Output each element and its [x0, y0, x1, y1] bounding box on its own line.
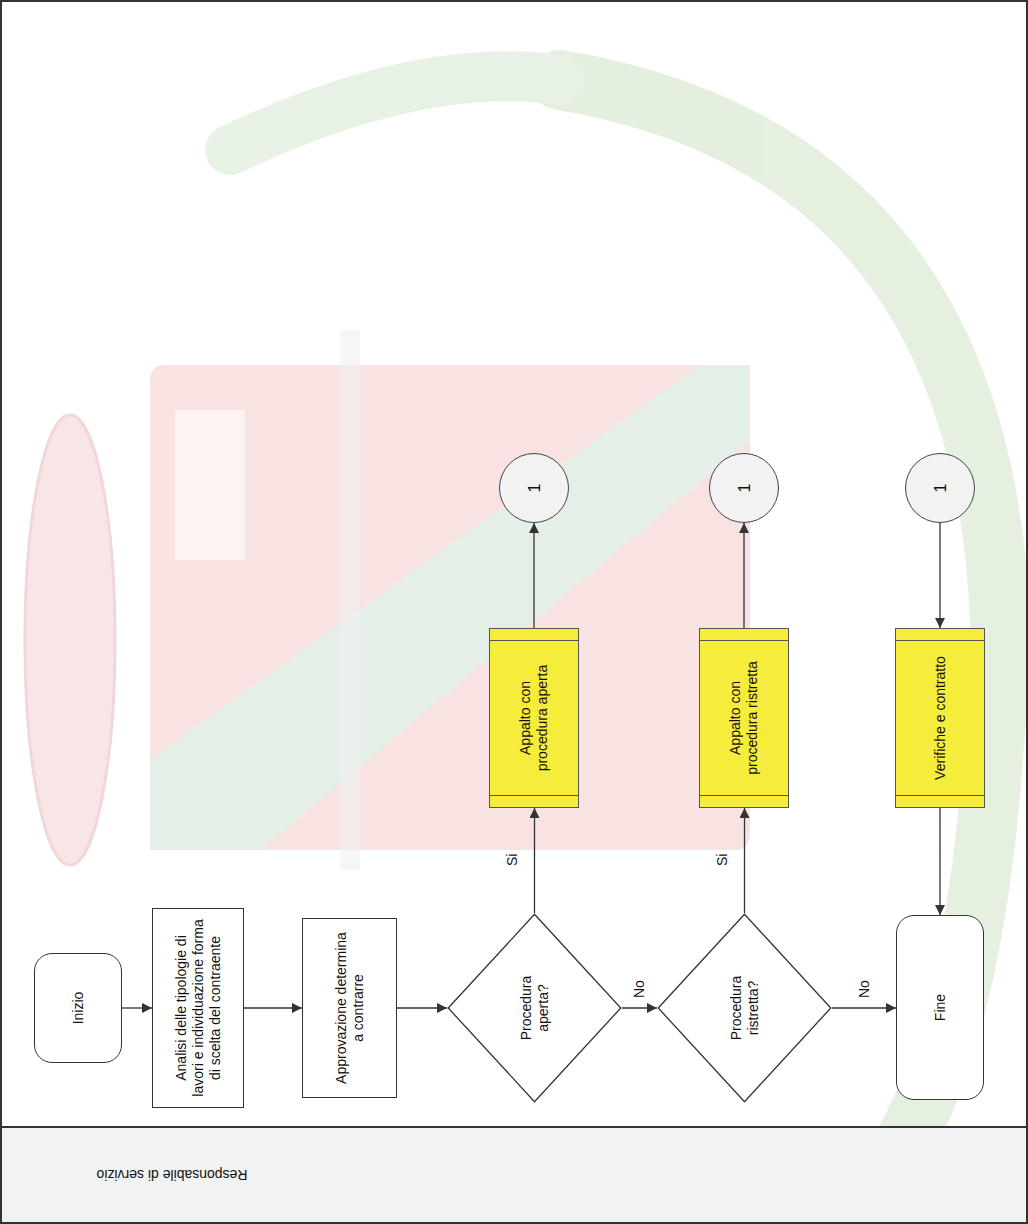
node-text: Procedura aperta? [518, 955, 552, 1061]
side-bar [700, 640, 788, 641]
process-box: Analisi delle tipologie di lavori e indi… [152, 908, 244, 1108]
subprocess-box: Appalto con procedura aperta [489, 628, 579, 808]
node-text: Approvazione determina a contrarre [333, 928, 367, 1088]
end-terminal: Fine [896, 915, 984, 1100]
node-text: 1 [526, 459, 543, 517]
side-bar [490, 795, 578, 796]
node-text: Procedura ristretta? [728, 955, 762, 1061]
start-terminal: Inizio [34, 953, 122, 1063]
text-block: Procedura ristretta? [728, 955, 762, 1061]
flow-arrow [397, 1007, 447, 1008]
text-block: Appalto con procedura aperta [517, 648, 551, 788]
text-block: Fine [932, 925, 949, 1090]
node-text: 1 [736, 459, 753, 517]
lane-title: Responsabile di servizio [22, 1165, 322, 1185]
flow-arrow [832, 1007, 896, 1008]
node-text: Fine [932, 925, 949, 1090]
connector-circle: 1 [709, 453, 779, 523]
text-block: Procedura aperta? [518, 955, 552, 1061]
text-block: 1 [526, 459, 543, 517]
side-bar [896, 640, 984, 641]
subprocess-box: Appalto con procedura ristretta [699, 628, 789, 808]
edge-label: No [856, 978, 873, 1000]
edge-label: Si [714, 852, 731, 868]
flow-arrow [743, 523, 744, 628]
decision-diamond: Procedura aperta? [447, 913, 622, 1103]
text-block: 1 [932, 459, 949, 517]
node-text: Appalto con procedura ristretta [727, 648, 761, 788]
flow-arrow [533, 523, 534, 628]
node-text: Verifiche e contratto [932, 648, 949, 788]
text-block: Verifiche e contratto [932, 648, 949, 788]
connector-circle: 1 [499, 453, 569, 523]
flow-arrow [744, 808, 745, 913]
edge-label: No [631, 978, 648, 1000]
node-text: 1 [932, 459, 949, 517]
edge-label: Si [504, 852, 521, 868]
text-block: Analisi delle tipologie di lavori e indi… [173, 918, 224, 1098]
node-text: Appalto con procedura aperta [517, 648, 551, 788]
text-block: Inizio [70, 963, 87, 1053]
side-bar [700, 795, 788, 796]
text-block: Appalto con procedura ristretta [727, 648, 761, 788]
node-text: Analisi delle tipologie di lavori e indi… [173, 918, 224, 1098]
side-bar [490, 640, 578, 641]
flow-arrow [534, 808, 535, 913]
node-text: Inizio [70, 963, 87, 1053]
flow-arrow [939, 808, 940, 915]
side-bar [896, 795, 984, 796]
process-box: Approvazione determina a contrarre [302, 918, 397, 1098]
flow-arrow [244, 1007, 302, 1008]
decision-diamond: Procedura ristretta? [657, 913, 832, 1103]
text-block: 1 [736, 459, 753, 517]
flow-arrow [939, 523, 940, 628]
connector-circle: 1 [905, 453, 975, 523]
flow-arrow [122, 1007, 152, 1008]
flow-arrow [622, 1007, 657, 1008]
text-block: Approvazione determina a contrarre [333, 928, 367, 1088]
subprocess-box: Verifiche e contratto [895, 628, 985, 808]
